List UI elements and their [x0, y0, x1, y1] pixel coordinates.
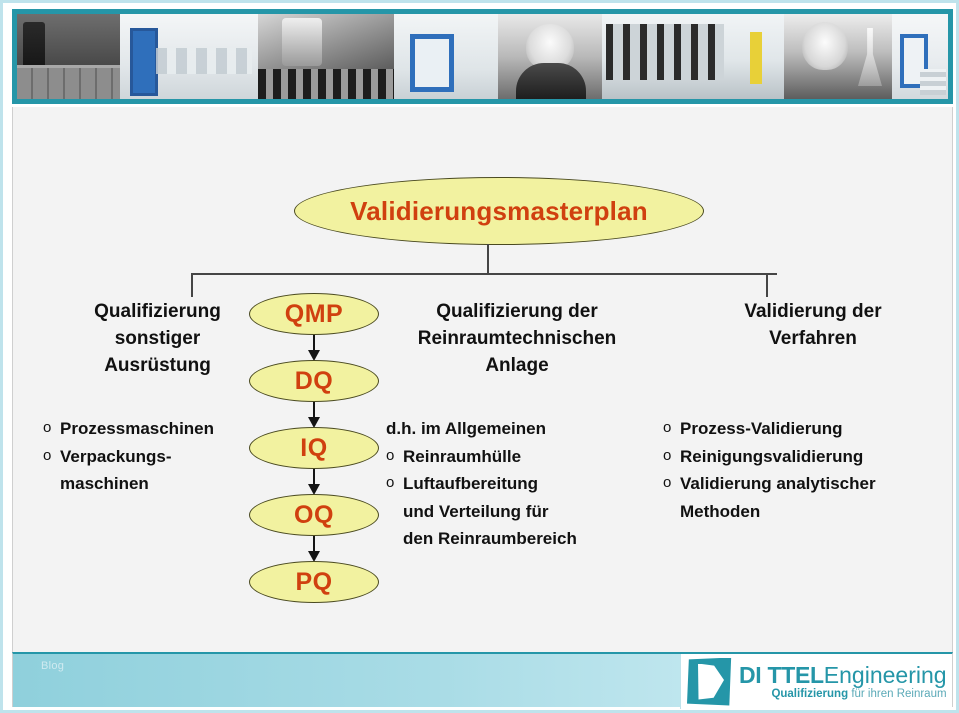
bullet-marker: o — [43, 419, 52, 436]
heading-line: Qualifizierung — [94, 301, 221, 322]
diagram-canvas: Validierungsmasterplan Qualifizierung so… — [12, 107, 953, 652]
connector-drop-left — [191, 273, 193, 297]
arrow-shaft — [313, 335, 315, 353]
header-photo-strip — [12, 9, 953, 104]
chain-node-label: OQ — [294, 500, 334, 529]
connector-trunk-vertical — [487, 244, 489, 274]
bullet-list-column-3: o Prozess-Validierung o Reinigungsvalidi… — [663, 415, 953, 525]
chain-node-iq: IQ — [249, 427, 379, 469]
list-item: d.h. im Allgemeinen — [386, 415, 661, 443]
chain-arrow-oq-to-pq — [249, 536, 379, 562]
bullet-text: Luftaufbereitung — [403, 474, 539, 494]
arrow-shaft — [313, 469, 315, 487]
chain-node-pq: PQ — [249, 561, 379, 603]
header-photo-cleanroom-blue-window — [394, 14, 498, 99]
arrow-head-icon — [308, 484, 320, 495]
footer-note: Blog — [41, 660, 65, 672]
chain-node-label: PQ — [295, 567, 333, 596]
connector-drop-right — [766, 273, 768, 297]
header-photo-technician-with-mask-phone — [498, 14, 602, 99]
logo-tagline-bold: Qualifizierung — [771, 688, 849, 701]
header-photo-laboratory-shelves — [892, 14, 948, 99]
list-item: o und Verteilung für — [386, 498, 661, 526]
list-item: o Validierung analytischer — [663, 470, 953, 498]
chain-node-label: IQ — [300, 433, 328, 462]
logo-name-light: Engineering — [823, 661, 947, 688]
logo-d-mark-icon — [687, 657, 732, 706]
arrow-shaft — [313, 402, 315, 420]
heading-line: Qualifizierung der — [436, 301, 598, 322]
logo-tagline-light: für ihren Reinraum — [851, 688, 947, 701]
footer-bar: Blog DI TTELEngineering Qualifizierung f… — [12, 652, 953, 709]
bullet-text: Prozess-Validierung — [680, 419, 843, 438]
header-photo-scientist-with-flask — [784, 14, 892, 99]
company-logo: DI TTELEngineering Qualifizierung für ih… — [680, 654, 952, 709]
bullet-text: Reinigungsvalidierung — [680, 446, 864, 466]
column-heading-validierung-der-verfahren: Validierung der Verfahren — [685, 299, 941, 353]
arrow-head-icon — [308, 551, 320, 562]
heading-line: Verfahren — [769, 327, 857, 349]
bullet-marker: o — [663, 446, 672, 464]
header-photo-machinery-production-line — [258, 14, 394, 99]
chain-node-dq: DQ — [249, 360, 379, 402]
chain-node-label: QMP — [284, 299, 344, 328]
bullet-text: den Reinraumbereich — [403, 529, 577, 549]
heading-line: sonstiger — [114, 327, 201, 349]
logo-text-block: DI TTELEngineering Qualifizierung für ih… — [739, 663, 953, 700]
bullet-text: maschinen — [60, 474, 149, 494]
list-item: o den Reinraumbereich — [386, 525, 661, 553]
bullet-text: Reinraumhülle — [403, 446, 522, 466]
list-item: o Reinraumhülle — [386, 443, 661, 471]
bullet-text: Methoden — [680, 501, 761, 521]
column-heading-qualifizierung-reinraumtechnische-anlage: Qualifizierung der Reinraumtechnischen A… — [383, 299, 651, 380]
qualification-chain: QMP DQ IQ OQ — [249, 293, 381, 603]
bullet-text: Prozessmaschinen — [60, 419, 215, 438]
chain-arrow-iq-to-oq — [249, 469, 379, 495]
bullet-marker: o — [663, 419, 672, 436]
bullet-text: d.h. im Allgemeinen — [386, 419, 546, 438]
chain-node-label: DQ — [294, 366, 334, 395]
chain-node-oq: OQ — [249, 494, 379, 536]
arrow-shaft — [313, 536, 315, 554]
bullet-text: Verpackungs- — [60, 446, 172, 466]
bullet-marker: o — [43, 446, 52, 464]
list-item: o Reinigungsvalidierung — [663, 443, 953, 471]
chain-arrow-dq-to-iq — [249, 402, 379, 428]
list-item: o Prozessmaschinen — [43, 415, 293, 443]
heading-line: Anlage — [485, 354, 549, 376]
heading-line: Reinraumtechnischen — [417, 327, 617, 349]
bullet-text: Validierung analytischer — [680, 474, 876, 494]
heading-line: Ausrüstung — [104, 354, 211, 376]
logo-company-name: DI TTELEngineering — [739, 663, 947, 687]
connector-horizontal-bus — [191, 273, 777, 275]
bullet-list-column-2: d.h. im Allgemeinen o Reinraumhülle o Lu… — [386, 415, 661, 553]
logo-tagline: Qualifizierung für ihren Reinraum — [739, 688, 947, 701]
list-item: o maschinen — [43, 470, 293, 498]
bullet-text: und Verteilung für — [403, 501, 549, 521]
header-photo-gowning-room-lockers — [17, 14, 120, 99]
diagram-title: Validierungsmasterplan — [350, 195, 648, 226]
bullet-marker: o — [386, 446, 395, 464]
diagram-title-ellipse: Validierungsmasterplan — [294, 177, 704, 245]
header-photo-corridor-locker-row — [602, 14, 784, 99]
arrow-head-icon — [308, 350, 320, 361]
heading-line: Validierung der — [744, 301, 882, 322]
chain-arrow-qmp-to-dq — [249, 335, 379, 361]
bullet-marker: o — [386, 474, 395, 492]
arrow-head-icon — [308, 417, 320, 428]
bullet-list-column-1: o Prozessmaschinen o Verpackungs- o masc… — [43, 415, 293, 498]
chain-node-qmp: QMP — [249, 293, 379, 335]
list-item: o Prozess-Validierung — [663, 415, 953, 443]
list-item: o Verpackungs- — [43, 443, 293, 471]
bullet-marker: o — [663, 474, 672, 492]
column-heading-qualifizierung-sonstiger-ausruestung: Qualifizierung sonstiger Ausrüstung — [35, 299, 280, 380]
list-item: o Luftaufbereitung — [386, 470, 661, 498]
logo-name-bold: DI TTEL — [739, 661, 824, 688]
header-photo-cleanroom-corridor-blue-door — [120, 14, 258, 99]
list-item: o Methoden — [663, 498, 953, 526]
